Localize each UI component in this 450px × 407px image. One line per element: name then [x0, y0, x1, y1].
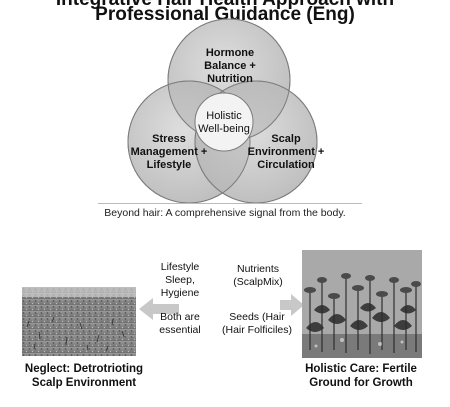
venn-center-circle	[194, 92, 254, 152]
healthy-plants-image	[302, 250, 422, 358]
page-title: Professional Guidance (Eng)	[95, 4, 355, 25]
seeds-text: Seeds (Hair(Hair Folficiles)	[221, 311, 292, 336]
venn-diagram	[127, 18, 318, 204]
venn-caption: Beyond hair: A comprehensive signal from…	[104, 207, 346, 219]
barren-soil-image	[22, 287, 136, 356]
arrow-left-icon	[139, 298, 179, 320]
title-partial: Integrative Hair Health Approach with	[0, 0, 450, 11]
nutrients-text: Nutrients(ScalpMix)	[233, 263, 283, 288]
caption-divider	[98, 203, 362, 204]
arrow-right-icon	[280, 294, 304, 316]
